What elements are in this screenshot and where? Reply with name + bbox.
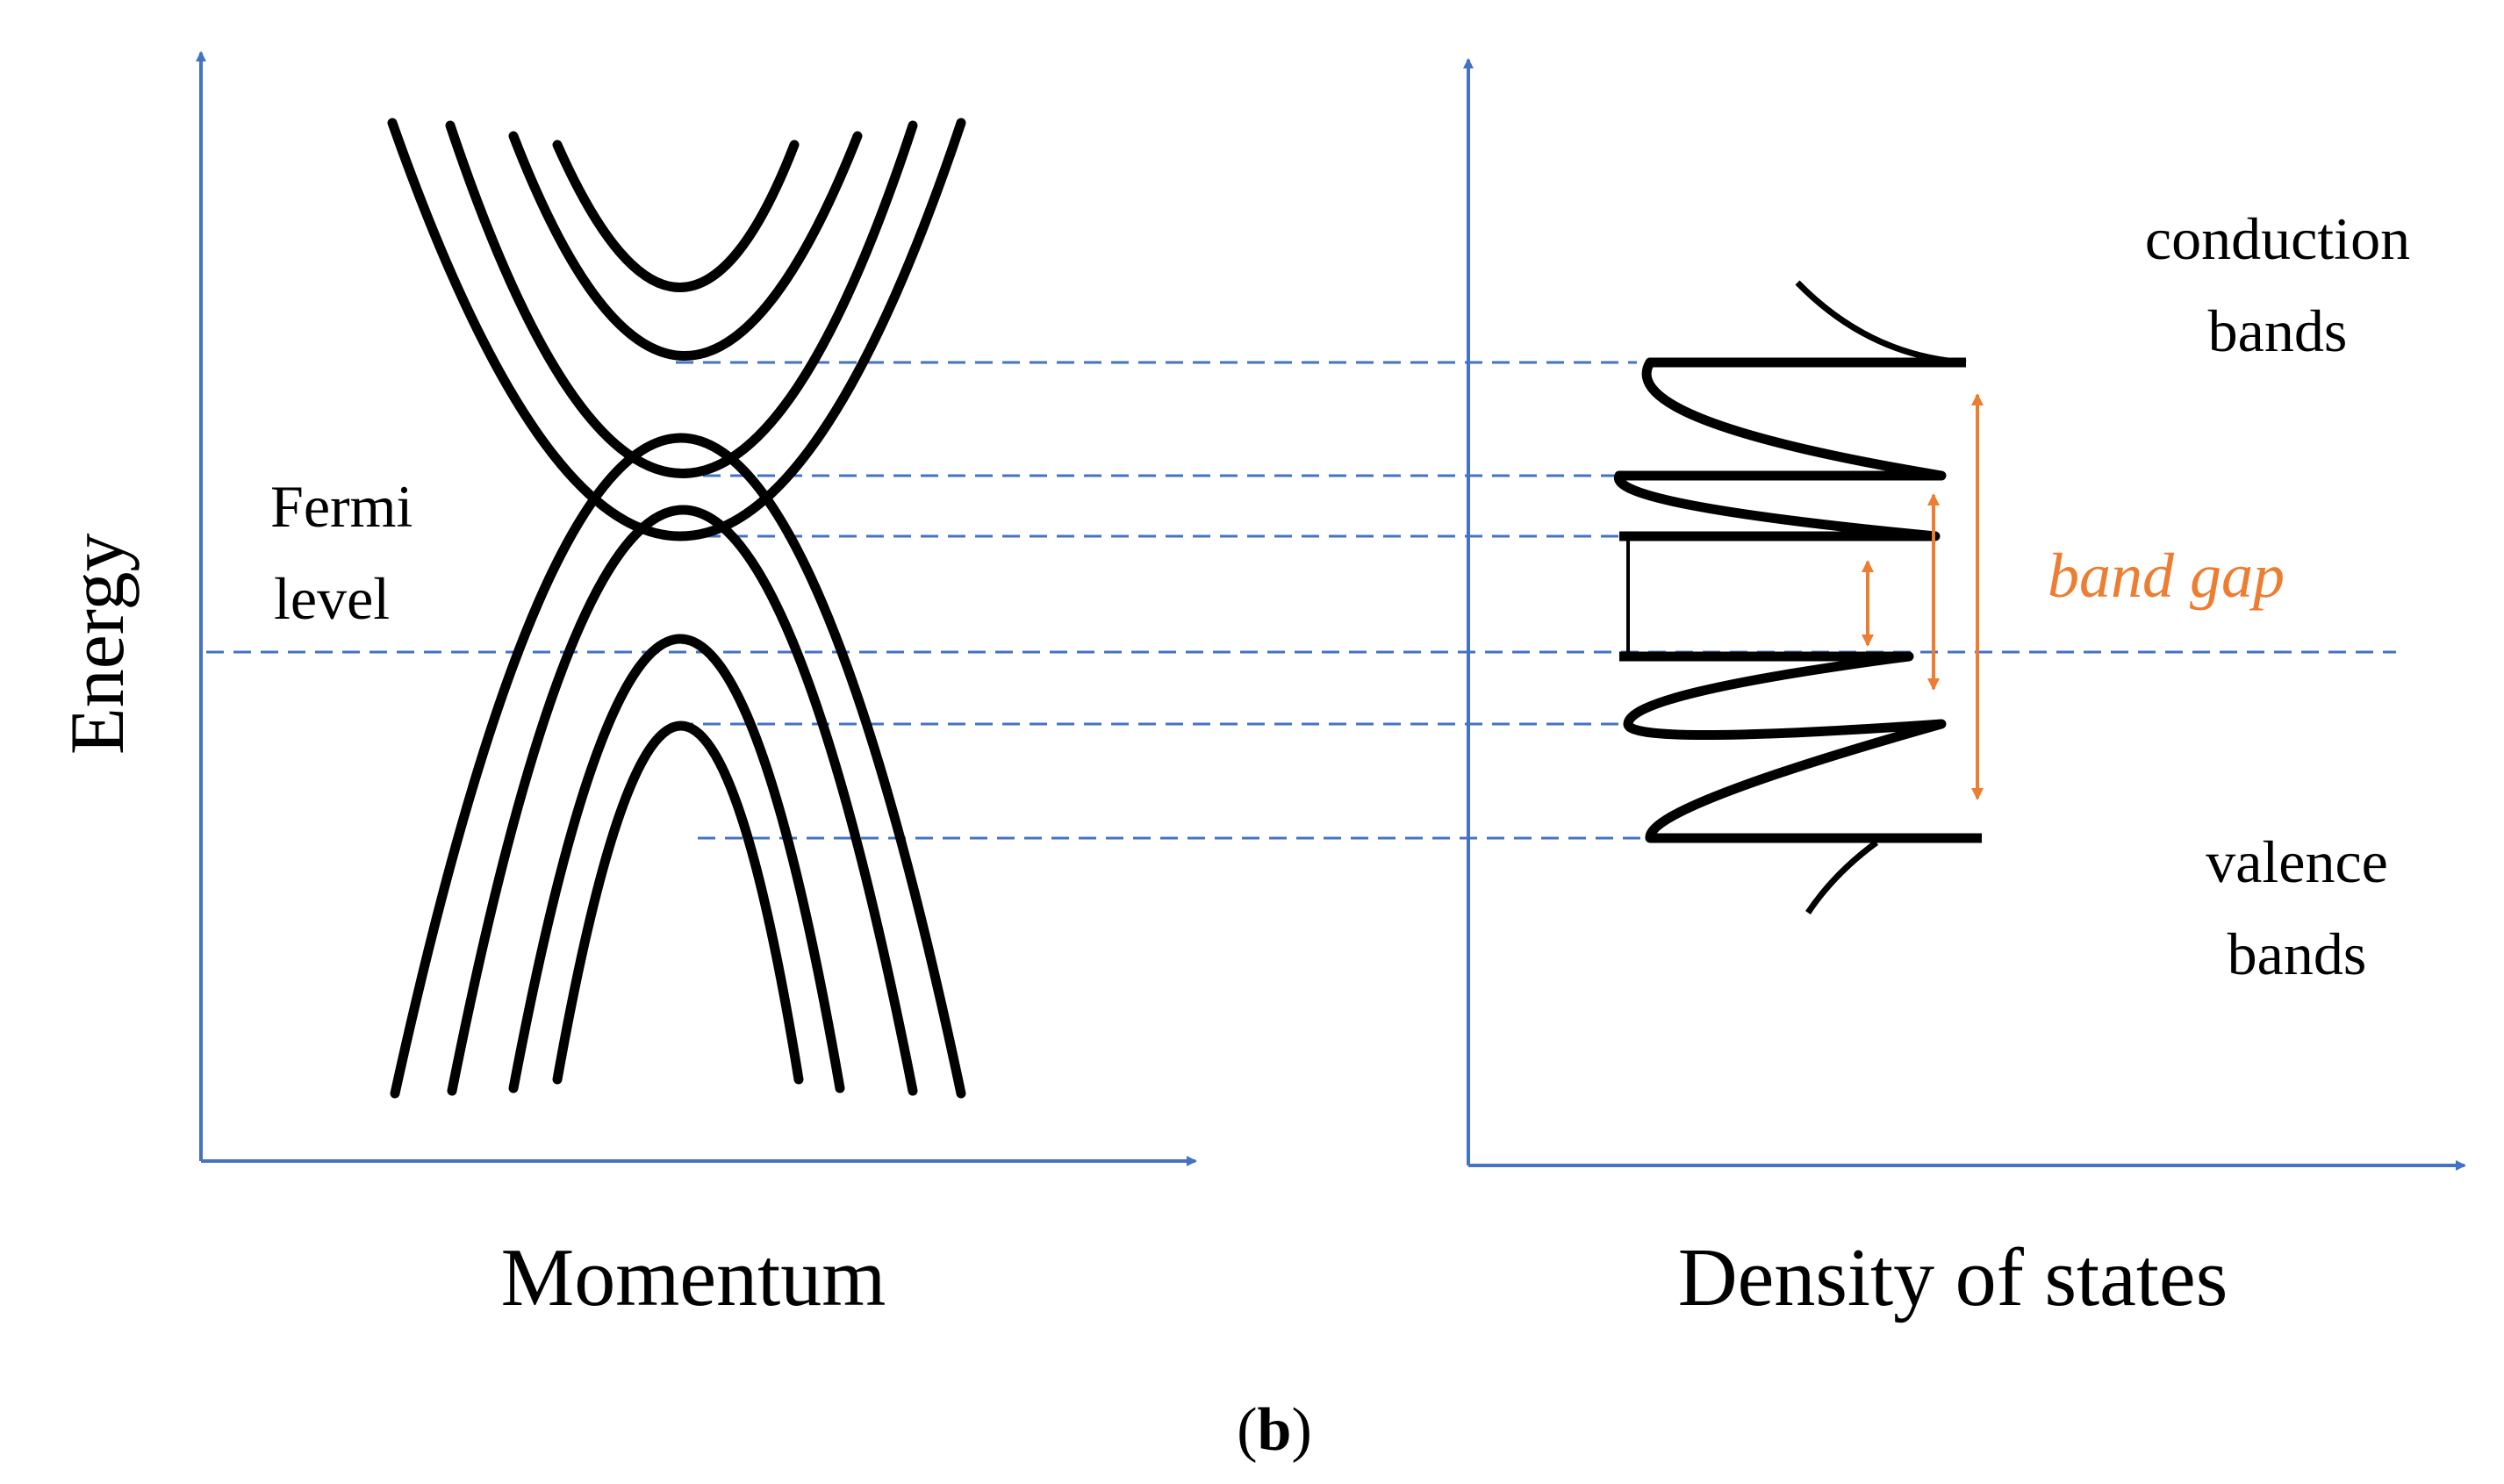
panel-label: (b) <box>1237 1396 1312 1464</box>
panel-label-close: ) <box>1291 1396 1311 1464</box>
valence-bands-label-line-2: bands <box>2228 921 2367 987</box>
conduction-bands-label: conduction bands <box>2145 205 2410 364</box>
valence-band-4 <box>552 720 804 1085</box>
dos-zigzag-bottom <box>1619 651 1982 843</box>
density-of-states-curve <box>1614 280 1982 914</box>
band-gap-arrows <box>1862 393 1984 800</box>
conduction-band-1 <box>387 118 966 541</box>
band-gap-label: band gap <box>2048 541 2285 611</box>
valence-bands-label-line-1: valence <box>2206 828 2388 895</box>
conduction-band-4 <box>552 140 800 292</box>
conduction-bands-label-line-2: bands <box>2208 298 2348 364</box>
conduction-bands-label-line-1: conduction <box>2145 205 2410 272</box>
valence-band-curves <box>390 433 966 1099</box>
dos-axis-label: Density of states <box>1678 1232 2228 1323</box>
dos-zigzag-top <box>1614 357 1966 541</box>
valence-band-2 <box>447 505 918 1096</box>
momentum-axis-label: Momentum <box>501 1232 886 1323</box>
conduction-band-3 <box>508 131 863 361</box>
panel-label-letter: b <box>1258 1396 1292 1464</box>
dos-panel-axes <box>1463 58 2466 1171</box>
valence-band-3 <box>508 634 845 1093</box>
momentum-panel-axes <box>196 51 1197 1166</box>
conduction-band-2 <box>445 120 918 478</box>
conduction-band-curves <box>387 118 966 541</box>
valence-bands-label: valence bands <box>2206 828 2388 987</box>
fermi-level-label-line-2: level <box>274 565 390 632</box>
fermi-level-label-line-1: Fermi <box>270 473 413 540</box>
valence-tail <box>1805 840 1879 914</box>
conduction-tail <box>1795 280 1967 366</box>
fermi-level-label: Fermi level <box>270 473 413 632</box>
panel-label-open: ( <box>1237 1396 1257 1464</box>
energy-axis-label: Energy <box>55 533 140 755</box>
valence-band-1 <box>390 433 966 1099</box>
